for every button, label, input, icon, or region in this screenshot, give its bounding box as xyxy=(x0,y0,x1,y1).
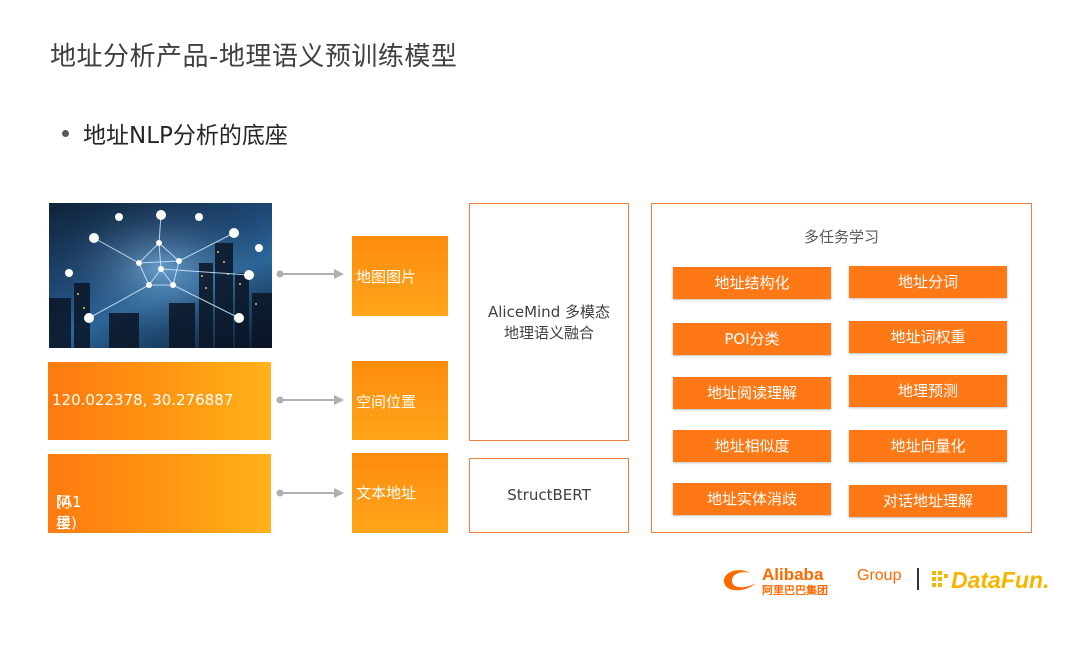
base-model-label: StructBERT xyxy=(507,486,591,504)
datafun-logo: DataFun. xyxy=(930,563,1060,595)
bullet-text: 地址NLP分析的底座 xyxy=(83,123,288,149)
address-input-box: 阿里巴巴西溪A区(A1楼) xyxy=(48,454,271,658)
modality-label: 地图图片 xyxy=(356,268,417,286)
alibaba-group-word: Group xyxy=(857,567,902,584)
slide-title: 地址分析产品-地理语义预训练模型 xyxy=(50,42,458,72)
task-address-similarity: 地址相似度 xyxy=(673,430,831,462)
task-address-segmentation: 地址分词 xyxy=(849,266,1007,298)
task-entity-disambiguation: 地址实体消歧 xyxy=(673,483,831,515)
alibaba-group-logo: Alibaba Group 阿里巴巴集团 xyxy=(720,563,910,597)
modality-text-address: 文本地址 xyxy=(352,453,448,533)
modality-spatial-position: 空间位置 xyxy=(352,361,448,440)
bullet-item: 地址NLP分析的底座 xyxy=(62,116,288,150)
multitask-label: 多任务学习 xyxy=(803,228,879,246)
modality-label: 文本地址 xyxy=(356,484,417,502)
coordinate-text: 120.022378, 30.276887 xyxy=(52,391,234,409)
fusion-line-2: 地理语义融合 xyxy=(503,324,594,342)
multitask-box: 多任务学习 xyxy=(651,203,1032,533)
task-poi-classification: POI分类 xyxy=(673,323,831,355)
address-line-2: (A1楼) xyxy=(56,493,82,532)
alibaba-word: Alibaba xyxy=(762,565,824,584)
arrow-text xyxy=(276,488,344,498)
modality-label: 空间位置 xyxy=(356,393,417,411)
arrow-map xyxy=(276,269,344,279)
task-address-structuring: 地址结构化 xyxy=(673,267,831,299)
fusion-line-1: AliceMind 多模态 xyxy=(488,303,610,321)
base-model-box: StructBERT xyxy=(469,458,629,533)
task-dialog-address: 对话地址理解 xyxy=(849,485,1007,517)
fusion-model-box: AliceMind 多模态地理语义融合 xyxy=(469,203,629,441)
task-address-vectorization: 地址向量化 xyxy=(849,430,1007,462)
task-term-weight: 地址词权重 xyxy=(849,321,1007,353)
smart-city-image xyxy=(49,203,272,348)
datafun-word: DataFun. xyxy=(951,567,1049,593)
logo-separator xyxy=(917,568,919,590)
modality-map-image: 地图图片 xyxy=(352,236,448,316)
bullet-dot xyxy=(62,130,69,137)
alibaba-cn-word: 阿里巴巴集团 xyxy=(762,583,828,595)
task-address-reading: 地址阅读理解 xyxy=(673,377,831,409)
coordinate-input-box: 120.022378, 30.276887 xyxy=(48,362,271,440)
arrow-space xyxy=(276,395,344,405)
task-geo-prediction: 地理预测 xyxy=(849,375,1007,407)
